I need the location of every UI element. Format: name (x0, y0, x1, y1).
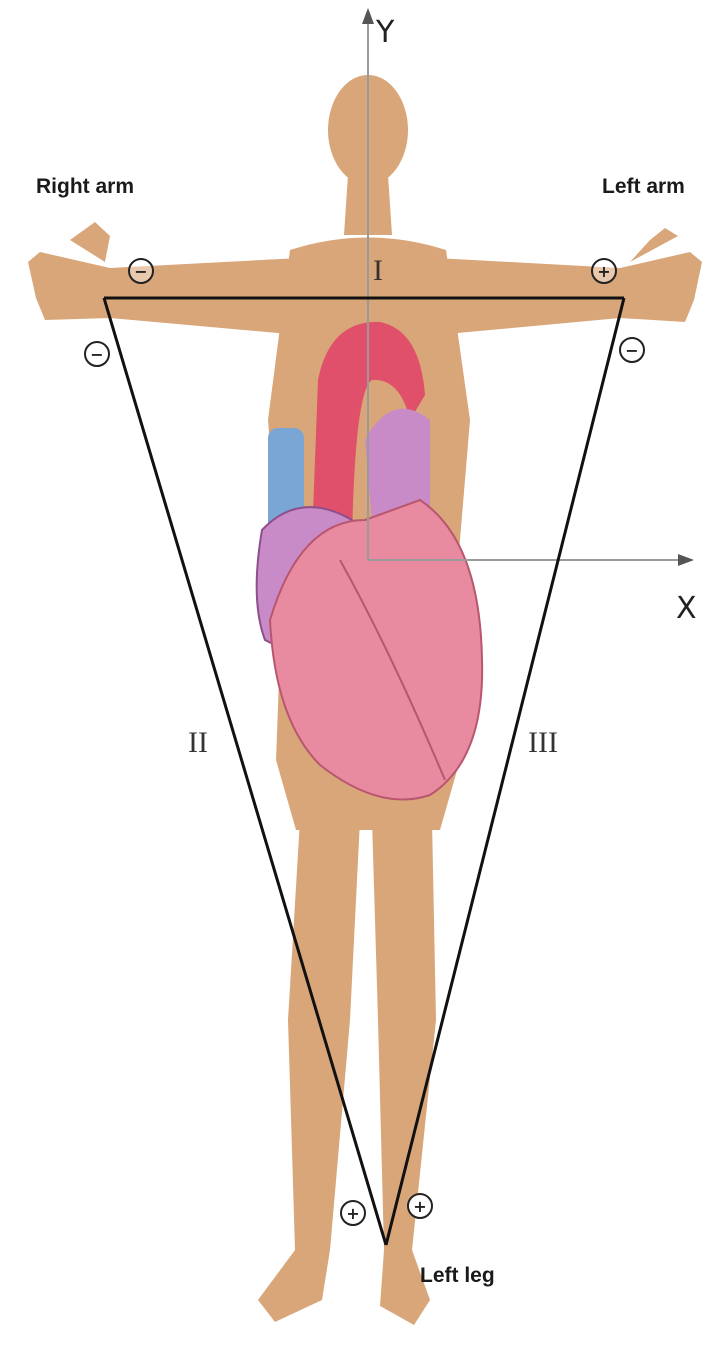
electrode-sign: + (346, 1204, 359, 1223)
left-leg (372, 820, 436, 1325)
electrode-sign: − (134, 262, 147, 281)
y-axis-label: Y (375, 15, 395, 50)
electrode-left-leg-lead3: + (408, 1194, 432, 1218)
right-arm (28, 252, 300, 335)
lead-i-label: I (373, 254, 383, 287)
left-leg-label: Left leg (420, 1264, 495, 1287)
lead-iii-label: III (528, 726, 558, 759)
x-axis-label: X (676, 591, 697, 626)
electrode-sign: − (90, 345, 103, 364)
electrode-right-arm-lead2: − (85, 342, 109, 366)
electrode-sign: − (625, 341, 638, 360)
electrode-left-arm-lead3: − (620, 338, 644, 362)
right-arm-label: Right arm (36, 175, 134, 198)
electrode-left-arm-lead1: + (592, 259, 616, 283)
right-hand-thumb (70, 222, 110, 262)
left-arm (436, 252, 702, 335)
electrode-sign: + (413, 1197, 426, 1216)
y-axis-arrowhead (362, 8, 374, 24)
electrode-sign: + (597, 262, 610, 281)
electrode-right-arm-lead1: − (129, 259, 153, 283)
right-leg (258, 820, 360, 1322)
x-axis-arrowhead (678, 554, 694, 566)
lead-ii-label: II (188, 726, 208, 759)
left-arm-label: Left arm (602, 175, 685, 198)
electrode-left-leg-lead2: + (341, 1201, 365, 1225)
